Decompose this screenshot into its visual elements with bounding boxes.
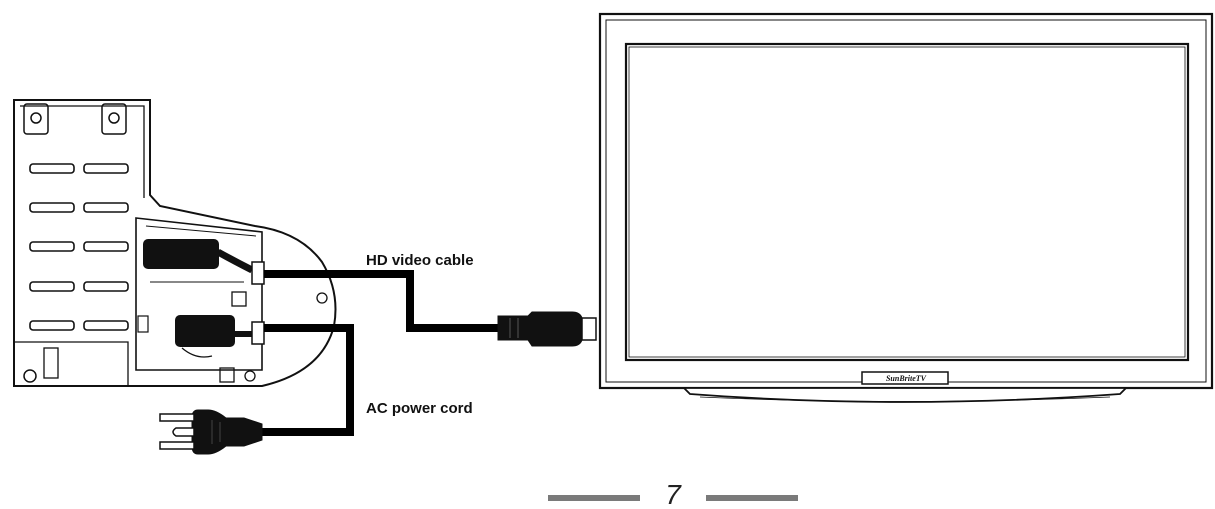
page-footer: 7 — [548, 479, 798, 509]
hd-video-cable-label: HD video cable — [366, 252, 474, 269]
brand-plate — [861, 371, 949, 385]
receiver-unit — [13, 99, 337, 387]
footer-bar-right — [706, 495, 798, 501]
page-number: 7 — [665, 479, 681, 509]
vent-slots — [29, 163, 129, 331]
tv-brand-logo: SunBriteTV — [885, 374, 926, 383]
television — [598, 12, 1214, 403]
ac-power-cord — [159, 324, 354, 455]
tv-stand — [681, 387, 1129, 403]
ac-power-cord-label: AC power cord — [366, 400, 473, 417]
hd-video-cable — [264, 270, 597, 347]
footer-bar-left — [548, 495, 640, 501]
